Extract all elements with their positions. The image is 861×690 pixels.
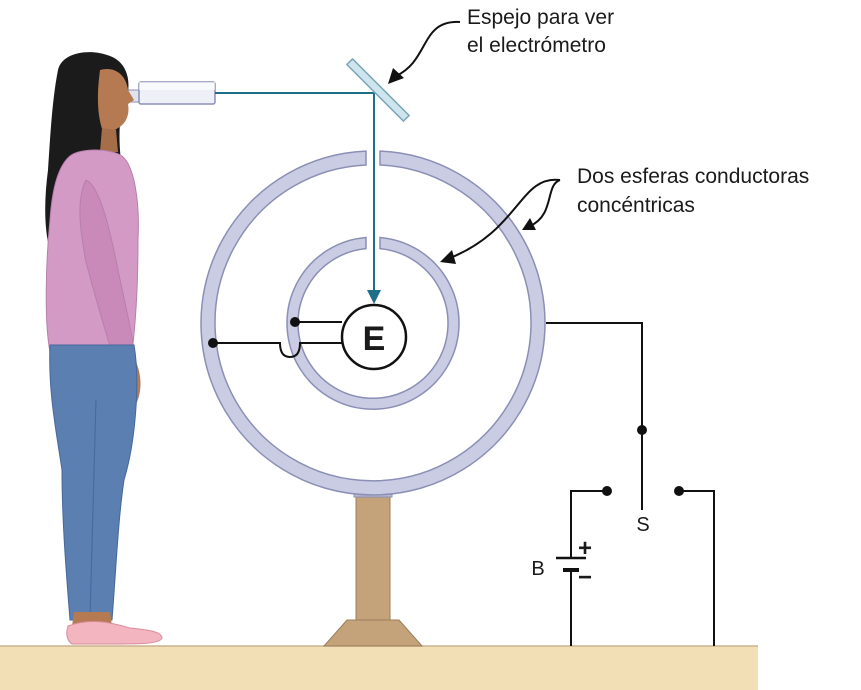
mirror	[345, 57, 411, 123]
spheres-callout-arrowhead-outer	[522, 218, 536, 230]
battery-plus-sign: +	[578, 535, 592, 562]
mirror-callout-line	[395, 20, 461, 77]
observer-jeans-seam	[89, 399, 97, 619]
telescope	[126, 81, 216, 105]
mirror-label-line2: el electrómetro	[467, 34, 606, 57]
switch-contact-left	[602, 486, 612, 496]
observer-face	[97, 68, 134, 134]
battery-label: B	[531, 558, 544, 580]
observer-shoe	[66, 621, 163, 645]
spheres-callout-lines	[449, 178, 561, 259]
spheres-label-line1: Dos esferas conductoras	[577, 165, 809, 188]
outer-sphere-terminal	[208, 338, 218, 348]
electrometer	[340, 303, 408, 371]
switch-label: S	[636, 514, 649, 536]
ground	[0, 646, 758, 690]
observer-neck	[100, 128, 118, 152]
inner-sphere-terminal	[290, 317, 300, 327]
observer-jeans	[49, 344, 138, 621]
electrometer-label: E	[363, 320, 386, 358]
battery-minus-sign: −	[578, 564, 592, 591]
light-beam	[215, 92, 375, 292]
switch-contact-right	[674, 486, 684, 496]
mirror-callout-arrowhead	[388, 68, 404, 84]
external-circuit	[546, 322, 715, 646]
spheres-callout-arrowhead-inner	[440, 250, 456, 264]
mirror-label-line1: Espejo para ver	[467, 6, 614, 29]
switch-pivot	[637, 425, 647, 435]
electrometer-wiring	[213, 321, 342, 359]
battery	[556, 556, 586, 572]
light-beam-arrowhead	[367, 290, 381, 304]
outer-sphere	[200, 150, 546, 496]
sphere-stand	[322, 486, 424, 647]
inner-sphere	[286, 236, 460, 410]
observer-person	[45, 52, 163, 645]
spheres-label-line2: concéntricas	[577, 194, 695, 217]
